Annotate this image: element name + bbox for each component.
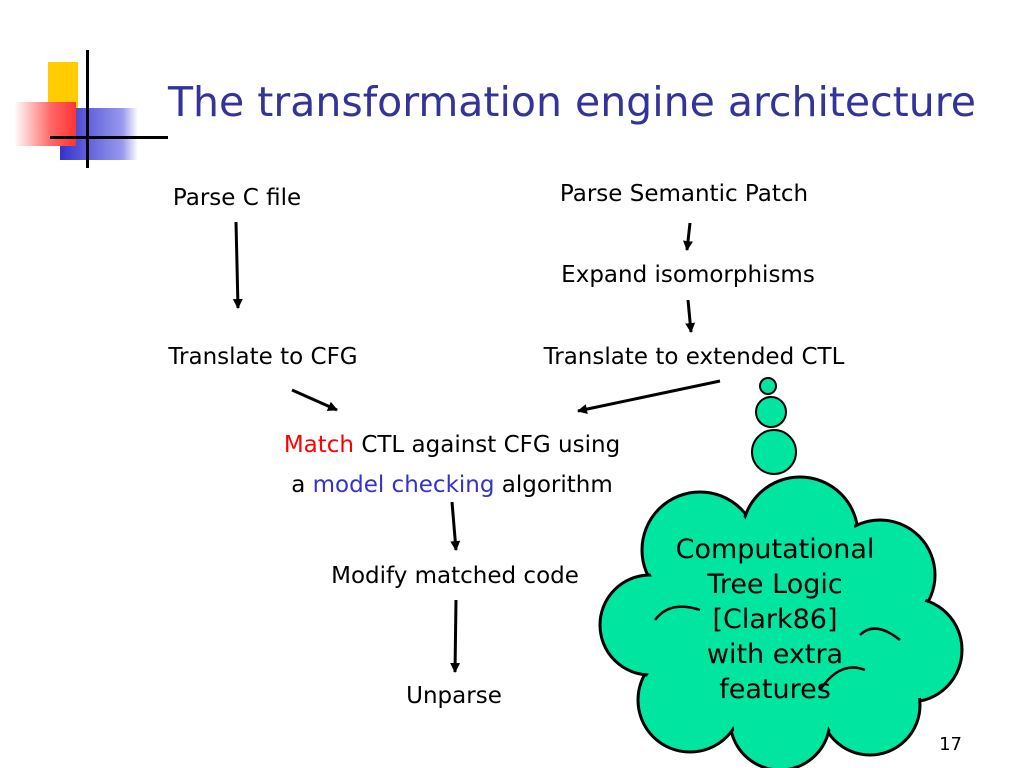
match-rest-1: CTL against CFG using xyxy=(354,432,621,458)
node-match: Match CTL against CFG using a model chec… xyxy=(284,425,620,505)
cloud-line-5: features xyxy=(719,674,831,705)
match-rest-2: algorithm xyxy=(494,472,613,498)
match-line-1: Match CTL against CFG using xyxy=(284,425,620,465)
arrow-cfg-to-match xyxy=(291,388,338,412)
thought-bubble-large xyxy=(751,429,797,475)
page-number: 17 xyxy=(939,734,962,755)
corner-logo xyxy=(0,0,170,175)
arrow-parse-c-to-cfg xyxy=(232,221,243,309)
thought-bubble-small xyxy=(759,377,777,395)
node-parse-c-file: Parse C file xyxy=(172,185,302,211)
thought-bubble-medium xyxy=(755,396,787,428)
cloud-line-4: with extra xyxy=(706,639,844,670)
cloud-line-3: [Clark86] xyxy=(712,604,838,635)
cloud-text: Computational Tree Logic [Clark86] with … xyxy=(676,532,875,707)
cloud-line-1: Computational xyxy=(675,534,875,565)
node-modify-matched-code: Modify matched code xyxy=(331,563,579,589)
match-highlight: Match xyxy=(283,432,355,458)
arrow-modify-to-unparse xyxy=(450,599,461,673)
cloud-line-2: Tree Logic xyxy=(707,569,843,600)
slide-title: The transformation engine architecture xyxy=(168,78,976,126)
arrow-ctl-to-match xyxy=(577,379,721,415)
node-parse-semantic-patch: Parse Semantic Patch xyxy=(559,181,809,207)
node-unparse: Unparse xyxy=(406,683,502,709)
arrow-expand-to-ctl xyxy=(685,299,696,333)
match-prefix-2: a xyxy=(291,472,313,498)
arrow-sp-to-expand xyxy=(683,222,693,251)
node-translate-cfg: Translate to CFG xyxy=(168,344,358,370)
node-expand-isomorphisms: Expand isomorphisms xyxy=(561,262,815,288)
arrow-match-to-modify xyxy=(450,501,461,551)
model-checking-highlight: model checking xyxy=(312,472,495,498)
match-line-2: a model checking algorithm xyxy=(284,465,620,505)
node-translate-extended-ctl: Translate to extended CTL xyxy=(543,344,845,370)
